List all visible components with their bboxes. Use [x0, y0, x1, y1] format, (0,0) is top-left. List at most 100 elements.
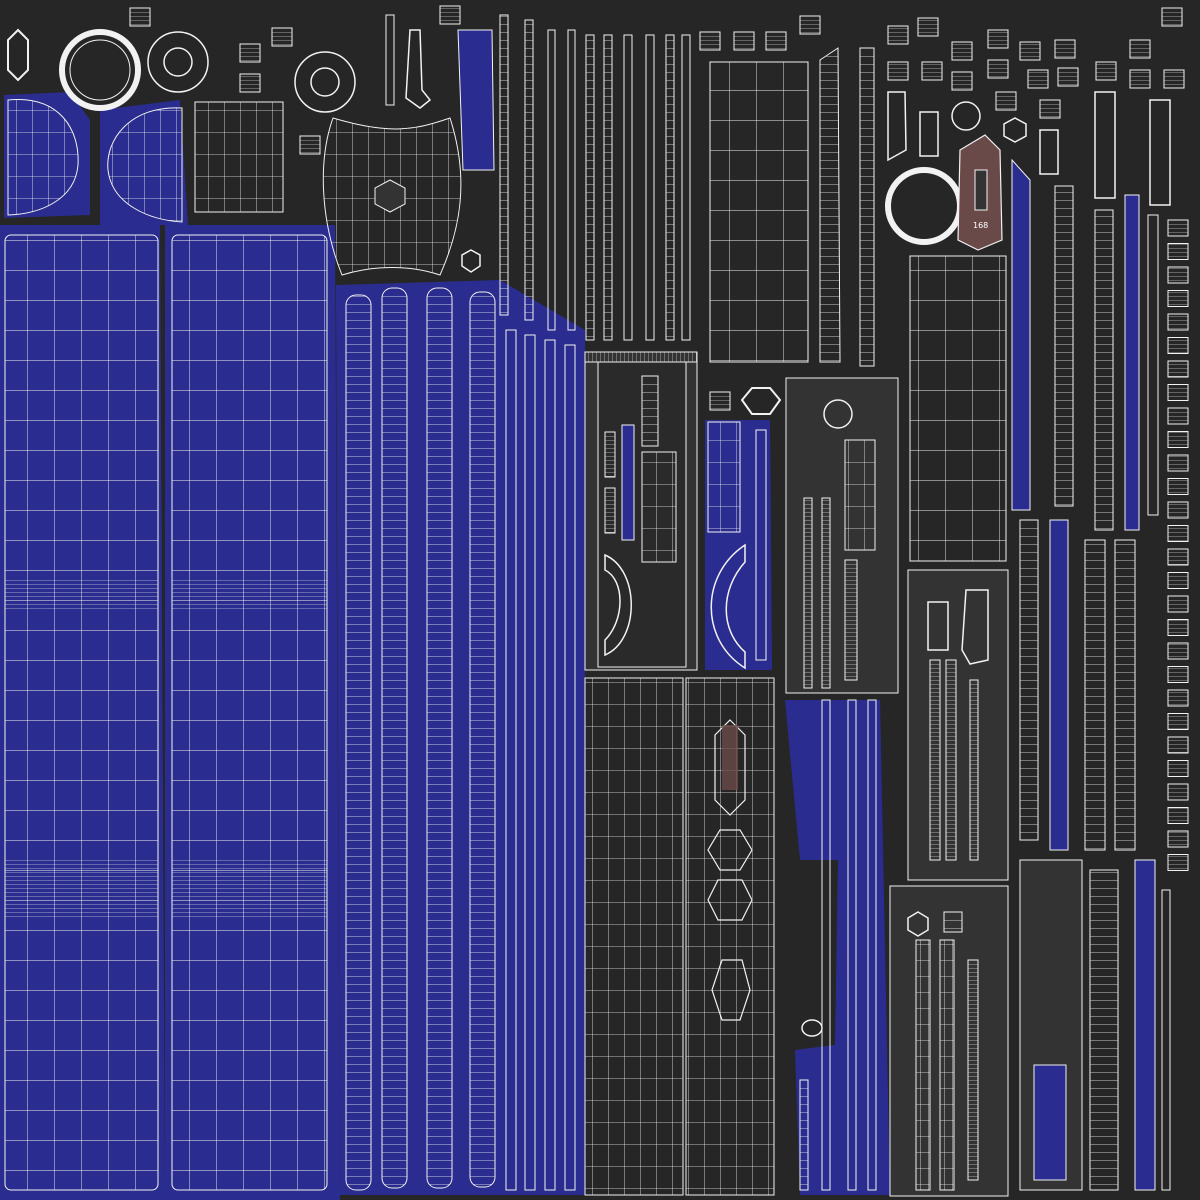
striped-box — [1167, 337, 1189, 354]
thin-strip-6 — [603, 34, 613, 341]
striped-box — [299, 135, 321, 155]
far-right-strip-3 — [1147, 214, 1159, 516]
far-right-strips — [1011, 158, 1171, 1191]
group-a-arc — [604, 553, 632, 657]
panel-lower-middle — [584, 677, 775, 1196]
far-right-blue-3 — [1049, 519, 1069, 851]
big-column-right-rings — [172, 580, 327, 610]
striped-box — [1019, 41, 1041, 61]
right-c-stripe-3 — [967, 959, 979, 1181]
middle-strips — [336, 280, 585, 1195]
group-a-stripe-1 — [604, 431, 616, 478]
tag-piece: 168 — [957, 134, 1003, 251]
group-a-grid — [641, 451, 677, 563]
octagon-gem — [740, 387, 782, 415]
thin-strip-7 — [623, 34, 633, 341]
big-column-left-grid — [4, 234, 159, 1191]
striped-box — [987, 29, 1009, 49]
strip-blue-bg — [336, 280, 585, 1195]
panel-group-a — [584, 351, 698, 671]
group-c-stripe-1 — [803, 497, 813, 689]
striped-box — [1167, 478, 1189, 495]
striped-box — [1095, 61, 1117, 81]
far-right-strip-8 — [1161, 889, 1171, 1191]
striped-box — [887, 25, 909, 45]
striped-box — [1167, 525, 1189, 542]
lower-grid-a — [584, 677, 684, 1196]
far-right-strip-7 — [1089, 869, 1119, 1191]
right-c-stripe-1 — [915, 939, 931, 1191]
far-right-strip-2 — [1094, 209, 1114, 531]
bracket-2 — [919, 111, 939, 157]
striped-box — [1161, 7, 1183, 27]
strip-4 — [469, 291, 496, 1188]
small-box-column — [1167, 219, 1189, 871]
striped-box — [439, 5, 461, 25]
striped-box — [1167, 572, 1189, 589]
lower-strip-3 — [847, 699, 857, 1191]
far-right-blue-1 — [1011, 158, 1031, 511]
right-b-stripe-3 — [969, 679, 979, 861]
group-a-stripe-2 — [604, 487, 616, 534]
strip-7 — [544, 339, 556, 1191]
striped-box — [765, 31, 787, 51]
striped-box — [987, 59, 1009, 79]
group-c-grid — [844, 439, 876, 551]
striped-box — [1167, 313, 1189, 331]
striped-box — [271, 27, 293, 47]
panel-group-c — [785, 377, 899, 694]
striped-box — [709, 391, 731, 411]
striped-box — [239, 73, 261, 93]
lower-hex-chain — [707, 719, 753, 1021]
right-b-stripe-1 — [929, 659, 941, 861]
group-c-stripe-3 — [844, 559, 858, 681]
lower-strip-1 — [799, 1079, 809, 1191]
striped-box — [1027, 69, 1049, 89]
lower-bulb — [801, 1019, 823, 1037]
bracket-3 — [1039, 129, 1059, 175]
group-a-blue — [621, 424, 635, 541]
striped-box — [1057, 67, 1079, 87]
strip-8 — [564, 344, 576, 1191]
disc-small-inner — [310, 67, 340, 97]
strip-3 — [426, 287, 453, 1189]
lower-decal — [722, 725, 738, 790]
small-boxes-scattered — [129, 5, 1185, 411]
top-left-shells — [4, 92, 188, 225]
striped-box — [1167, 642, 1189, 660]
bracket-5 — [1149, 99, 1171, 206]
disc-spoked — [147, 31, 209, 93]
striped-box — [1167, 736, 1189, 754]
panel-grid-a — [194, 101, 284, 213]
top-right-brackets — [887, 91, 1171, 206]
far-right-blue-4 — [1033, 1064, 1067, 1181]
tag-slot — [974, 169, 988, 211]
shell-right-mesh — [107, 107, 183, 223]
panel-blue-diamond — [457, 29, 495, 171]
panel-bowl-hex — [374, 179, 406, 213]
strip-5 — [505, 329, 517, 1191]
big-column-right-grid — [171, 234, 328, 1191]
striped-box — [951, 41, 973, 61]
thin-strip-9 — [665, 34, 675, 341]
group-c-frame — [785, 377, 899, 694]
striped-box — [1167, 854, 1189, 871]
striped-box — [1167, 807, 1189, 824]
striped-box — [1167, 384, 1189, 401]
far-right-blue-2 — [1124, 194, 1140, 531]
striped-box — [733, 31, 755, 51]
big-column-left-rings — [5, 580, 158, 610]
striped-box — [1129, 69, 1151, 89]
right-c-stripe-2 — [939, 939, 955, 1191]
lower-strip-2 — [821, 699, 831, 1191]
right-b-stripe-2 — [945, 659, 957, 861]
far-right-strip-4 — [1019, 519, 1039, 841]
lower-blue-strips — [785, 699, 890, 1195]
big-column-right-rings-2 — [172, 860, 327, 920]
strip-angled-1 — [819, 47, 841, 363]
striped-box — [1163, 69, 1185, 89]
striped-box — [239, 43, 261, 63]
striped-box — [1054, 39, 1076, 59]
disc-spoked-inner — [163, 47, 193, 77]
striped-box — [1039, 99, 1061, 119]
